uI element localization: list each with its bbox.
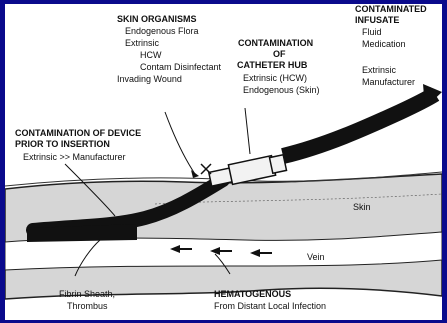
infusate-title-1: CONTAMINATED (355, 4, 427, 15)
pointer-skin-organisms (165, 112, 195, 174)
insertion-site-x-mark (201, 164, 211, 174)
infusate-line-4: Manufacturer (362, 77, 415, 88)
diagram-panel: SKIN ORGANISMS Endogenous Flora Extrinsi… (5, 4, 442, 320)
infusate-line-3: Extrinsic (362, 65, 396, 76)
hematogenous-title: HEMATOGENOUS (214, 289, 291, 300)
catheter-hub-line-1: Extrinsic (HCW) (243, 73, 307, 84)
catheter-hub-title-3: CATHETER HUB (237, 60, 307, 71)
catheter-hub-title-2: OF (273, 49, 286, 60)
skin-organisms-line-4: Contam Disinfectant (140, 62, 221, 73)
vein-label: Vein (307, 252, 325, 263)
pointer-catheter-hub (245, 108, 250, 154)
skin-organisms-line-3: HCW (140, 50, 162, 61)
infusate-line-2: Medication (362, 39, 406, 50)
fibrin-line-2: Thrombus (67, 301, 108, 312)
infusate-line-1: Fluid (362, 27, 382, 38)
skin-organisms-line-1: Endogenous Flora (125, 26, 199, 37)
skin-label: Skin (353, 202, 371, 213)
catheter-hub-title-1: CONTAMINATION (238, 38, 313, 49)
fibrin-line-1: Fibrin Sheath, (59, 289, 115, 300)
device-prior-title-2: PRIOR TO INSERTION (15, 139, 110, 150)
hematogenous-line: From Distant Local Infection (214, 301, 326, 312)
skin-organisms-line-2: Extrinsic (125, 38, 159, 49)
skin-organisms-title: SKIN ORGANISMS (117, 14, 197, 25)
infusate-title-2: INFUSATE (355, 15, 399, 26)
catheter-hub-line-2: Endogenous (Skin) (243, 85, 320, 96)
device-prior-title-1: CONTAMINATION OF DEVICE (15, 128, 141, 139)
skin-organisms-line-5: Invading Wound (117, 74, 182, 85)
pointer-arrowhead-skin (191, 170, 199, 178)
device-prior-line-1: Extrinsic >> Manufacturer (23, 152, 126, 163)
infusion-tubing (283, 94, 435, 156)
